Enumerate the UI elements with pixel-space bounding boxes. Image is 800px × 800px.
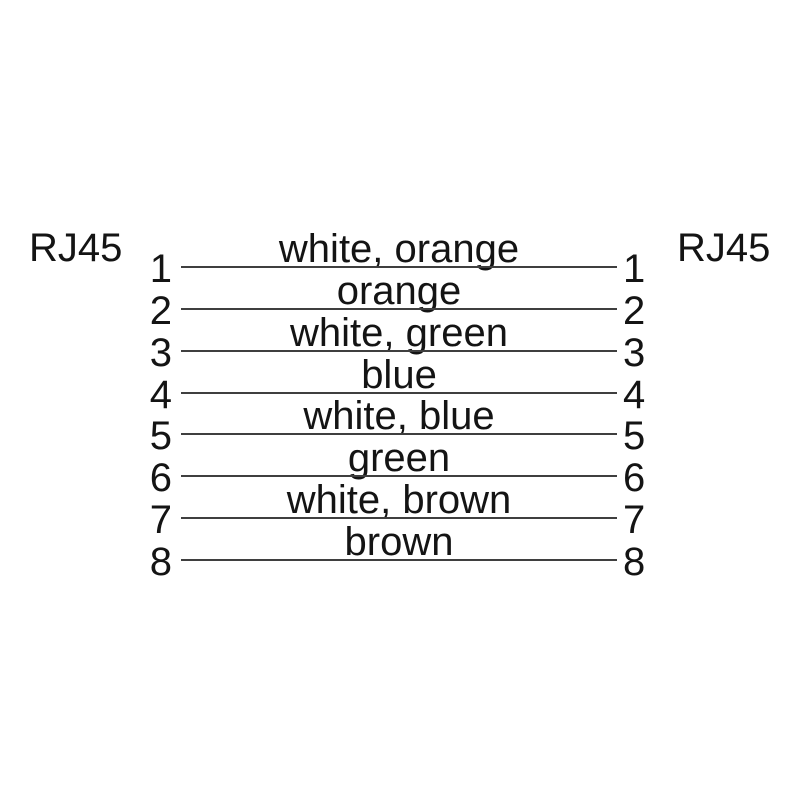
wire-line [181,433,617,436]
pin-number-right: 4 [623,372,646,417]
wire-color-label: orange [336,268,462,313]
wire-line [181,349,617,352]
wire-color-label: green [347,436,451,481]
pin-number-left: 2 [149,288,172,333]
wire-line [181,475,617,478]
wire-color-label: blue [361,352,437,397]
pin-number-right: 2 [623,288,646,333]
wire-line [181,517,617,520]
pin-number-left: 6 [149,456,172,501]
pin-number-left: 3 [149,330,172,375]
pin-number-left: 7 [149,498,172,543]
pin-number-left: 8 [149,539,172,584]
left-connector-label: RJ45 [29,226,123,270]
pin-number-right: 3 [623,330,646,375]
pin-number-right: 5 [623,414,646,459]
wire-line [181,266,617,268]
wire-color-label: white, brown [286,478,512,523]
pin-number-left: 4 [149,372,172,417]
pin-number-left: 5 [149,414,172,459]
wire-color-label: brown [344,519,454,564]
wire-line [181,307,617,310]
pin-number-right: 1 [623,247,646,291]
wire-color-label: white, green [290,310,508,355]
wire-line [181,391,617,394]
right-connector-label: RJ45 [677,226,771,270]
wire-color-label: white, orange [278,227,520,271]
pin-number-left: 1 [149,247,172,291]
wire-line [181,558,617,561]
pin-number-right: 7 [623,498,646,543]
wire-color-label: white, blue [303,394,495,439]
pin-number-right: 6 [623,456,646,501]
pin-number-right: 8 [623,539,646,584]
